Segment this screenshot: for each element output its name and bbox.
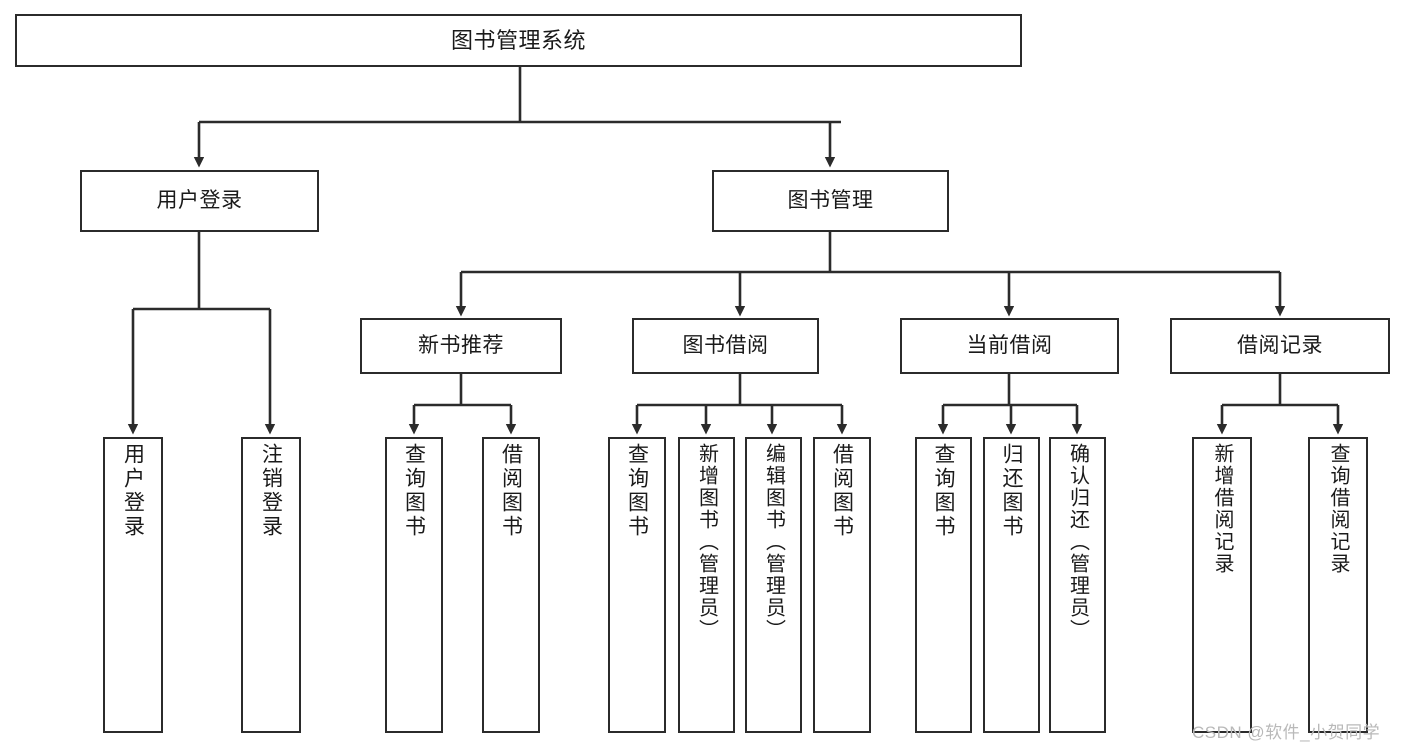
leaf-query-borrow-record[interactable]: 查询借阅记录 — [1308, 437, 1368, 733]
node-label: 用户登录 — [156, 188, 243, 212]
leaf-confirm-return-admin[interactable]: 确认归还（管理员） — [1049, 437, 1106, 733]
node-user-login[interactable]: 用户登录 — [80, 170, 319, 232]
node-root-book-management-system[interactable]: 图书管理系统 — [15, 14, 1022, 67]
leaf-logout-login[interactable]: 注销登录 — [241, 437, 301, 733]
node-label: 查询图书 — [625, 443, 649, 539]
node-new-book-recommend[interactable]: 新书推荐 — [360, 318, 562, 374]
node-label: 当前借阅 — [966, 333, 1053, 357]
node-label: 借阅图书 — [499, 443, 523, 539]
node-label: 新书推荐 — [418, 333, 504, 357]
leaf-query-book-recommend[interactable]: 查询图书 — [385, 437, 443, 733]
node-label: 图书管理系统 — [450, 27, 586, 53]
node-label: 借阅图书 — [830, 443, 854, 539]
node-label: 新增图书（管理员） — [695, 443, 718, 641]
leaf-add-book-admin[interactable]: 新增图书（管理员） — [678, 437, 735, 733]
node-label: 编辑图书（管理员） — [762, 443, 785, 641]
node-label: 查询图书 — [932, 443, 955, 539]
node-borrow-record[interactable]: 借阅记录 — [1170, 318, 1390, 374]
node-label: 查询图书 — [402, 443, 426, 539]
leaf-borrow-book[interactable]: 借阅图书 — [813, 437, 871, 733]
node-label: 确认归还（管理员） — [1066, 443, 1089, 641]
leaf-edit-book-admin[interactable]: 编辑图书（管理员） — [745, 437, 802, 733]
leaf-query-book-borrow[interactable]: 查询图书 — [608, 437, 666, 733]
leaf-return-book[interactable]: 归还图书 — [983, 437, 1040, 733]
node-label: 新增借阅记录 — [1211, 443, 1233, 575]
node-label: 归还图书 — [1000, 443, 1023, 539]
node-book-borrow[interactable]: 图书借阅 — [632, 318, 819, 374]
node-label: 查询借阅记录 — [1327, 443, 1349, 575]
node-label: 借阅记录 — [1237, 333, 1323, 357]
node-label: 用户登录 — [121, 443, 145, 539]
leaf-query-book-current[interactable]: 查询图书 — [915, 437, 972, 733]
node-current-borrow[interactable]: 当前借阅 — [900, 318, 1119, 374]
node-label: 图书管理 — [787, 188, 874, 212]
leaf-add-borrow-record[interactable]: 新增借阅记录 — [1192, 437, 1252, 733]
csdn-watermark: CSDN @软件_小贺同学 — [1192, 723, 1381, 742]
node-book-management[interactable]: 图书管理 — [712, 170, 949, 232]
leaf-borrow-book-recommend[interactable]: 借阅图书 — [482, 437, 540, 733]
leaf-user-login[interactable]: 用户登录 — [103, 437, 163, 733]
node-label: 图书借阅 — [682, 333, 769, 357]
node-label: 注销登录 — [259, 443, 283, 539]
